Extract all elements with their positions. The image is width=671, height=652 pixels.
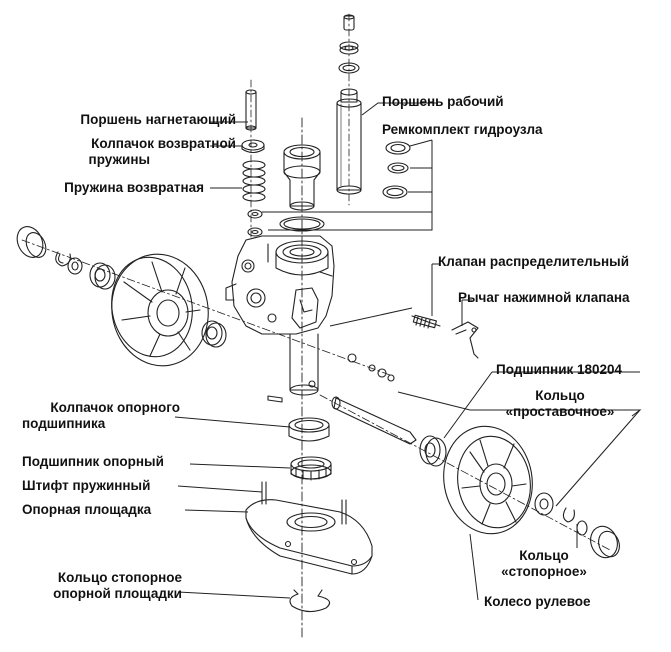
seal-kit-rings [382,141,411,199]
label-working-piston: Поршень рабочий [382,94,504,109]
body-shaft [289,333,319,396]
right-wheel [443,425,533,535]
bearing-cap [288,417,330,442]
label-circlip-line1: Кольцо [519,548,569,563]
label-circlip-line2: «стопорное» [501,564,587,579]
distribution-valve [411,314,441,329]
label-valve-lever: Рычаг нажимной клапана [458,290,630,305]
leader-spacer-ring-b [397,391,471,411]
leader-thrust-bearing [189,463,291,469]
label-distribution-valve: Клапан распределительный [438,254,629,269]
right-spacer-ring [534,492,554,516]
left-wheel [111,253,209,367]
label-spring-cap-line2: пружины [88,152,150,167]
leader-valve-body [329,307,413,327]
left-washer [67,257,83,275]
leader-retaining-ring [177,591,291,599]
return-spring [242,160,266,202]
thrust-bearing [290,456,332,481]
pump-piston [245,89,257,131]
leader-support-plate [184,509,249,513]
cylinder-o-ring [279,216,325,232]
spring-pin-small [267,395,283,403]
left-spacer-ring [201,320,227,348]
axle [331,396,417,445]
right-bearing [419,435,447,467]
left-dust-cap [16,226,47,258]
valve-small-parts [347,353,395,382]
label-spring-pin: Штифт пружинный [22,478,151,493]
label-pump-piston: Поршень нагнетающий [80,112,236,127]
valve-lever [451,321,479,359]
label-bearing-180204: Подшипник 180204 [496,362,623,377]
label-retaining-ring-line1: Кольцо стопорное [57,570,182,585]
label-thrust-bearing: Подшипник опорный [22,454,164,469]
retaining-ring [289,589,331,613]
spring-pins [261,481,347,525]
pump-washers [247,209,263,237]
leader-bearing-180204 [443,371,493,439]
left-bearing [89,262,116,290]
label-spacer-ring-line2: «проставочное» [505,404,615,419]
support-plate [245,499,373,575]
leader-spacer-ring-c [555,409,641,507]
left-wheel-axis-line [21,239,391,376]
cylinder-sleeve [283,144,321,211]
label-spacer-ring-line1: Кольцо [535,388,585,403]
label-bearing-cap-line1: Колпачок опорного [50,400,180,415]
leader-seal-kit [262,139,433,231]
label-spring-cap-line1: Колпачок возвратной [91,136,236,151]
right-wheel-axis-line [319,394,611,551]
right-washer [576,520,588,536]
right-dust-cap [590,525,620,559]
leader-steering-wheel [469,533,479,601]
hydraulic-body [225,235,335,335]
leader-bearing-cap [174,416,291,428]
ram-top-parts [338,14,360,74]
working-piston [336,88,362,195]
label-bearing-cap-line2: подшипника [22,416,106,431]
label-return-spring: Пружина возвратная [64,180,204,195]
spring-cap [241,139,265,154]
label-steering-wheel: Колесо рулевое [484,594,591,609]
label-retaining-ring-line2: опорной площадки [53,586,182,601]
leader-spring-pin [177,485,263,493]
label-support-plate: Опорная площадка [22,502,152,517]
label-seal-kit: Ремкомплект гидроузла [382,122,543,137]
left-circlip [55,251,71,267]
leader-working-piston [361,102,438,116]
right-circlip [562,507,575,523]
